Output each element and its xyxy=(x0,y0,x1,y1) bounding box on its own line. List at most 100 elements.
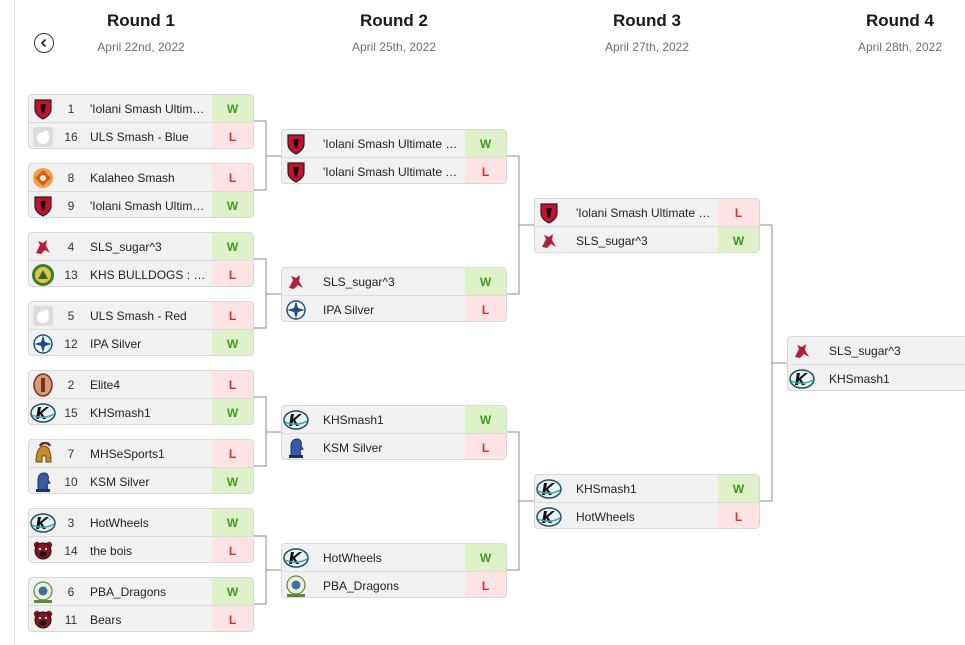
elite4-crest-icon xyxy=(30,372,56,398)
team-row[interactable]: 'Iolani Smash Ultimate Ma...W xyxy=(282,130,506,157)
team-seed: 13 xyxy=(64,267,78,282)
team-seed: 7 xyxy=(67,446,75,461)
result-badge: W xyxy=(212,509,253,536)
result-badge: L xyxy=(212,606,253,631)
team-name: SLS_sugar^3 xyxy=(829,343,901,358)
result-badge: W xyxy=(718,475,759,502)
team-name: KHSmash1 xyxy=(829,371,890,386)
team-row[interactable]: KSM Silver L xyxy=(282,433,506,459)
match-card-round-2[interactable]: 'Iolani Smash Ultimate Ma...W'Iolani Sma… xyxy=(281,129,507,184)
team-seed: 14 xyxy=(64,543,78,558)
team-row[interactable]: 9'Iolani Smash Ultima...W xyxy=(29,191,253,218)
team-name: 'Iolani Smash Ultimate Ma... xyxy=(576,205,718,220)
team-row[interactable]: 1'Iolani Smash Ultimat...W xyxy=(29,95,253,122)
team-seed: 2 xyxy=(67,377,75,392)
team-row[interactable]: 3 HotWheels W xyxy=(29,509,253,536)
team-row[interactable]: 'Iolani Smash Ultimate Yel...L xyxy=(282,157,506,184)
round-4-header: Round 4 April 28th, 2022 xyxy=(800,0,965,54)
team-name: HotWheels xyxy=(90,515,149,530)
team-name: KHS BULLDOGS : K... xyxy=(90,267,212,282)
iolani-shield-icon xyxy=(283,159,309,184)
team-row[interactable]: 'Iolani Smash Ultimate Ma...L xyxy=(535,199,759,226)
team-row[interactable]: KHSmash1 xyxy=(788,364,965,391)
round-3-header: Round 3 April 27th, 2022 xyxy=(547,0,747,54)
result-badge: W xyxy=(465,544,506,571)
result-badge: L xyxy=(212,440,253,467)
team-row[interactable]: KHSmash1 W xyxy=(535,475,759,502)
result-badge: L xyxy=(465,434,506,459)
round-date: April 28th, 2022 xyxy=(857,40,943,54)
round-date: April 22nd, 2022 xyxy=(97,40,185,54)
team-seed: 9 xyxy=(67,198,75,213)
team-name: IPA Silver xyxy=(90,336,142,351)
team-seed: 3 xyxy=(67,515,75,530)
team-name: 'Iolani Smash Ultimate Ma... xyxy=(323,136,465,151)
round-date: April 27th, 2022 xyxy=(604,40,690,54)
ksm-knight-icon xyxy=(30,469,56,494)
team-row[interactable]: PBA_Dragons L xyxy=(282,571,506,597)
team-name: KHSmash1 xyxy=(90,405,151,420)
result-badge: W xyxy=(465,130,506,157)
back-button[interactable] xyxy=(34,33,54,53)
team-name: 'Iolani Smash Ultima... xyxy=(90,198,209,213)
iolani-shield-icon xyxy=(30,193,56,218)
khs-bulldogs-icon xyxy=(30,262,56,287)
result-badge: W xyxy=(718,227,759,252)
result-badge: W xyxy=(212,233,253,260)
team-name: IPA Silver xyxy=(323,302,375,317)
result-badge: L xyxy=(465,572,506,597)
team-seed: 12 xyxy=(64,336,78,351)
left-divider xyxy=(14,0,15,645)
sls-sugar-icon xyxy=(283,269,309,295)
team-seed: 8 xyxy=(67,170,75,185)
result-badge: L xyxy=(212,371,253,398)
team-row[interactable]: SLS_sugar^3 xyxy=(788,337,965,364)
team-name: PBA_Dragons xyxy=(90,584,167,599)
team-seed: 15 xyxy=(64,405,78,420)
team-name: KSM Silver xyxy=(323,440,383,455)
sls-sugar-icon xyxy=(536,228,562,253)
team-name: KHSmash1 xyxy=(323,412,384,427)
result-badge: L xyxy=(212,302,253,329)
kalaheo-logo-icon xyxy=(30,165,56,191)
team-name: KHSmash1 xyxy=(576,481,637,496)
round-title: Round 1 xyxy=(107,11,175,30)
round-title: Round 2 xyxy=(360,11,428,30)
team-name: PBA_Dragons xyxy=(323,578,400,593)
iolani-shield-icon xyxy=(536,200,562,226)
k-logo-icon xyxy=(789,366,815,391)
